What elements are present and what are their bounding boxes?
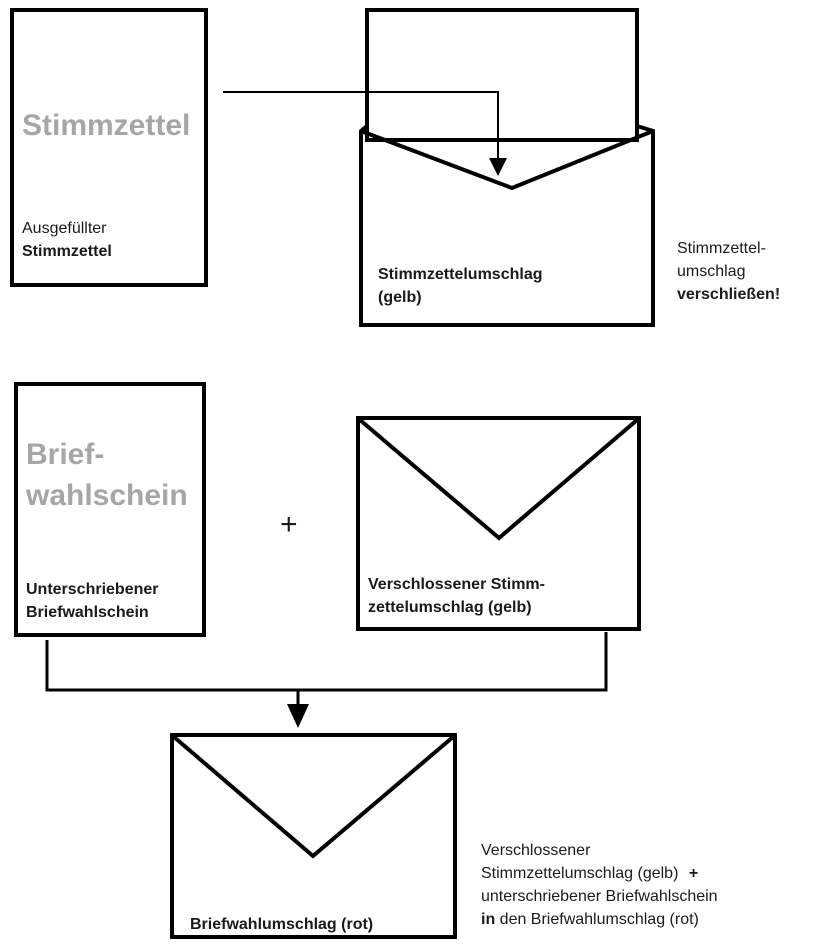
ballot-envelope-label-line2: (gelb) <box>378 289 422 306</box>
return-envelope-label: Briefwahlumschlag (rot) <box>190 916 374 933</box>
final-note-line2: Stimmzettelumschlag (gelb) + <box>481 862 698 885</box>
insert-arrow-line <box>223 91 499 160</box>
seal-note-line2: umschlag <box>677 263 746 280</box>
certificate-title-line2: wahlschein <box>26 479 188 512</box>
sealed-envelope-label-line1: Verschlossener Stimm- <box>368 576 545 593</box>
ballot-paper <box>10 8 208 287</box>
sealed-envelope-flap <box>358 418 639 541</box>
return-envelope-flap <box>172 735 455 859</box>
plus-sign: + <box>280 508 298 541</box>
ballot-envelope-flap <box>360 129 654 191</box>
final-note-line2-text: Stimmzettelumschlag (gelb) <box>481 865 679 882</box>
final-note-in: in <box>481 911 496 928</box>
final-note-line3: unterschriebener Briefwahlschein <box>481 888 718 905</box>
ballot-caption-line1: Ausgefüllter <box>22 220 107 237</box>
final-note-plus: + <box>688 865 699 882</box>
seal-note-line3: verschließen! <box>677 286 781 303</box>
final-note-line1: Verschlossener <box>481 842 591 859</box>
ballot-inserted <box>365 8 639 142</box>
voting-certificate <box>14 382 206 637</box>
merge-connector <box>45 632 608 692</box>
ballot-title: Stimmzettel <box>22 109 191 142</box>
certificate-title-line1: Brief- <box>26 438 105 471</box>
seal-note-line1: Stimmzettel- <box>677 240 766 257</box>
sealed-envelope-label-line2: zettelumschlag (gelb) <box>368 599 532 616</box>
sealed-envelope <box>356 416 641 631</box>
final-note-line4: in den Briefwahlumschlag (rot) <box>481 908 699 931</box>
insert-arrowhead <box>489 158 507 176</box>
certificate-caption-line1: Unterschriebener <box>26 581 159 598</box>
ballot-envelope-label-line1: Stimmzettelumschlag <box>378 266 543 283</box>
return-envelope <box>170 733 457 939</box>
merge-arrowhead <box>287 704 309 728</box>
ballot-caption-line2: Stimmzettel <box>22 243 112 260</box>
certificate-caption-line2: Briefwahlschein <box>26 604 149 621</box>
final-note-line4-rest: den Briefwahlumschlag (rot) <box>495 911 699 928</box>
